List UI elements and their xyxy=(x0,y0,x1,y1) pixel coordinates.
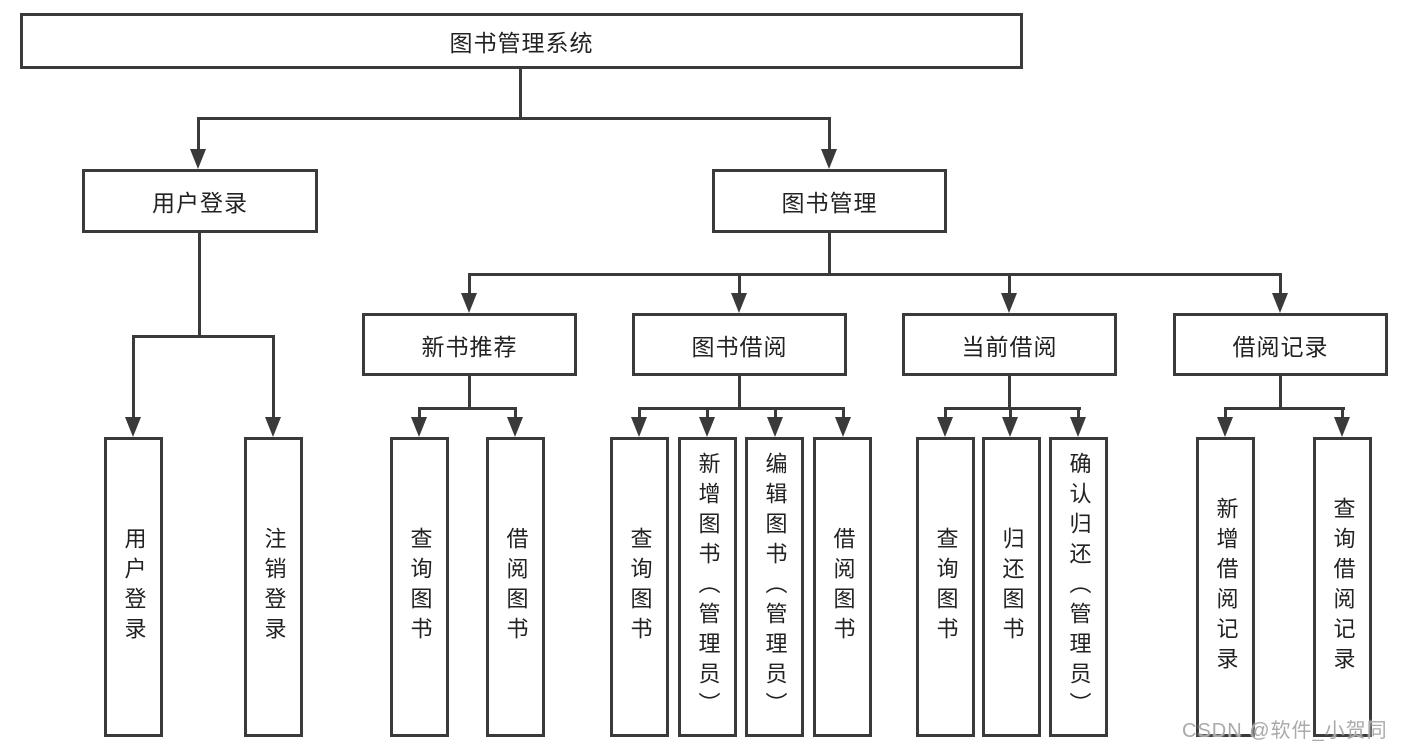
arrowhead-confirm-return xyxy=(1070,417,1086,437)
node-current-borrowing: 当前借阅 xyxy=(902,313,1117,376)
connector-drop-add-book xyxy=(706,407,709,421)
connector-drop-leaf-logout xyxy=(272,335,275,419)
connector-drop-query-recommend xyxy=(418,407,421,421)
connector-drop-query-borrowing xyxy=(638,407,641,421)
connector-drop-add-record xyxy=(1224,407,1227,421)
connector-book-borrowing-stem xyxy=(738,374,741,409)
node-book-borrowing: 图书借阅 xyxy=(632,313,847,376)
connector-new-book-crossbar xyxy=(418,407,517,410)
connector-drop-current-borrowing xyxy=(1008,273,1011,297)
connector-drop-book-management xyxy=(828,117,831,152)
leaf-user-login-label: 用户登录 xyxy=(121,527,147,647)
connector-drop-new-book xyxy=(468,273,471,297)
leaf-confirm-return-admin-label: 确认归还（管理员） xyxy=(1066,452,1092,722)
connector-user-login-crossbar xyxy=(132,335,275,338)
arrowhead-leaf-user-login xyxy=(125,417,141,437)
leaf-logout: 注销登录 xyxy=(244,437,303,737)
arrowhead-query-record xyxy=(1334,417,1350,437)
connector-drop-leaf-user-login xyxy=(132,335,135,419)
leaf-return-books: 归还图书 xyxy=(982,437,1041,737)
connector-drop-borrow-borrowing xyxy=(842,407,845,421)
leaf-query-borrow-record-label: 查询借阅记录 xyxy=(1330,497,1356,677)
leaf-query-books-borrowing-label: 查询图书 xyxy=(627,527,653,647)
leaf-query-books-current: 查询图书 xyxy=(916,437,975,737)
leaf-borrow-books-borrowing-label: 借阅图书 xyxy=(830,527,856,647)
leaf-edit-book-admin-label: 编辑图书（管理员） xyxy=(762,452,788,722)
connector-drop-borrow-recommend xyxy=(514,407,517,421)
arrowhead-current-borrowing xyxy=(1001,293,1017,313)
arrowhead-edit-book xyxy=(767,417,783,437)
node-borrowing-records: 借阅记录 xyxy=(1173,313,1388,376)
arrowhead-query-current xyxy=(937,417,953,437)
connector-borrowing-records-crossbar xyxy=(1224,407,1345,410)
connector-drop-borrowing-records xyxy=(1279,273,1282,297)
node-new-book-recommend: 新书推荐 xyxy=(362,313,577,376)
leaf-add-book-admin-label: 新增图书（管理员） xyxy=(695,452,721,722)
leaf-confirm-return-admin: 确认归还（管理员） xyxy=(1049,437,1108,737)
node-book-management: 图书管理 xyxy=(712,169,947,233)
connector-current-borrowing-stem xyxy=(1008,374,1011,409)
connector-root-crossbar xyxy=(197,117,831,120)
arrowhead-borrowing-records xyxy=(1272,293,1288,313)
leaf-logout-label: 注销登录 xyxy=(261,527,287,647)
leaf-query-books-recommend: 查询图书 xyxy=(390,437,449,737)
arrowhead-new-book xyxy=(461,293,477,313)
leaf-add-borrow-record: 新增借阅记录 xyxy=(1196,437,1255,737)
connector-drop-query-current xyxy=(944,407,947,421)
arrowhead-query-borrowing xyxy=(631,417,647,437)
connector-drop-return-books xyxy=(1009,407,1012,421)
leaf-return-books-label: 归还图书 xyxy=(999,527,1025,647)
connector-new-book-stem xyxy=(468,374,471,409)
connector-book-management-crossbar xyxy=(468,273,1282,276)
arrowhead-book-management xyxy=(821,149,837,169)
leaf-query-books-borrowing: 查询图书 xyxy=(610,437,669,737)
leaf-borrow-books-recommend-label: 借阅图书 xyxy=(503,527,529,647)
arrowhead-user-login xyxy=(190,149,206,169)
leaf-borrow-books-borrowing: 借阅图书 xyxy=(813,437,872,737)
leaf-query-books-current-label: 查询图书 xyxy=(933,527,959,647)
arrowhead-query-recommend xyxy=(411,417,427,437)
leaf-borrow-books-recommend: 借阅图书 xyxy=(486,437,545,737)
connector-current-borrowing-crossbar xyxy=(944,407,1081,410)
connector-drop-book-borrowing xyxy=(738,273,741,297)
connector-drop-edit-book xyxy=(774,407,777,421)
leaf-user-login: 用户登录 xyxy=(104,437,163,737)
leaf-add-book-admin: 新增图书（管理员） xyxy=(678,437,737,737)
connector-root-stem xyxy=(519,67,522,119)
connector-borrowing-records-stem xyxy=(1279,374,1282,409)
connector-drop-user-login xyxy=(197,117,200,152)
connector-book-management-stem xyxy=(828,231,831,276)
connector-user-login-stem xyxy=(198,231,201,337)
leaf-add-borrow-record-label: 新增借阅记录 xyxy=(1213,497,1239,677)
leaf-query-borrow-record: 查询借阅记录 xyxy=(1313,437,1372,737)
connector-drop-query-record xyxy=(1341,407,1344,421)
arrowhead-add-book xyxy=(699,417,715,437)
leaf-edit-book-admin: 编辑图书（管理员） xyxy=(745,437,804,737)
arrowhead-return-books xyxy=(1002,417,1018,437)
arrowhead-borrow-recommend xyxy=(507,417,523,437)
arrowhead-book-borrowing xyxy=(731,293,747,313)
connector-drop-confirm-return xyxy=(1077,407,1080,421)
leaf-query-books-recommend-label: 查询图书 xyxy=(407,527,433,647)
arrowhead-borrow-borrowing xyxy=(835,417,851,437)
node-library-system: 图书管理系统 xyxy=(20,13,1023,69)
node-user-login: 用户登录 xyxy=(82,169,318,233)
arrowhead-leaf-logout xyxy=(265,417,281,437)
connector-book-borrowing-crossbar xyxy=(638,407,845,410)
csdn-watermark: CSDN @软件_小贺同学 xyxy=(1182,720,1388,742)
arrowhead-add-record xyxy=(1217,417,1233,437)
